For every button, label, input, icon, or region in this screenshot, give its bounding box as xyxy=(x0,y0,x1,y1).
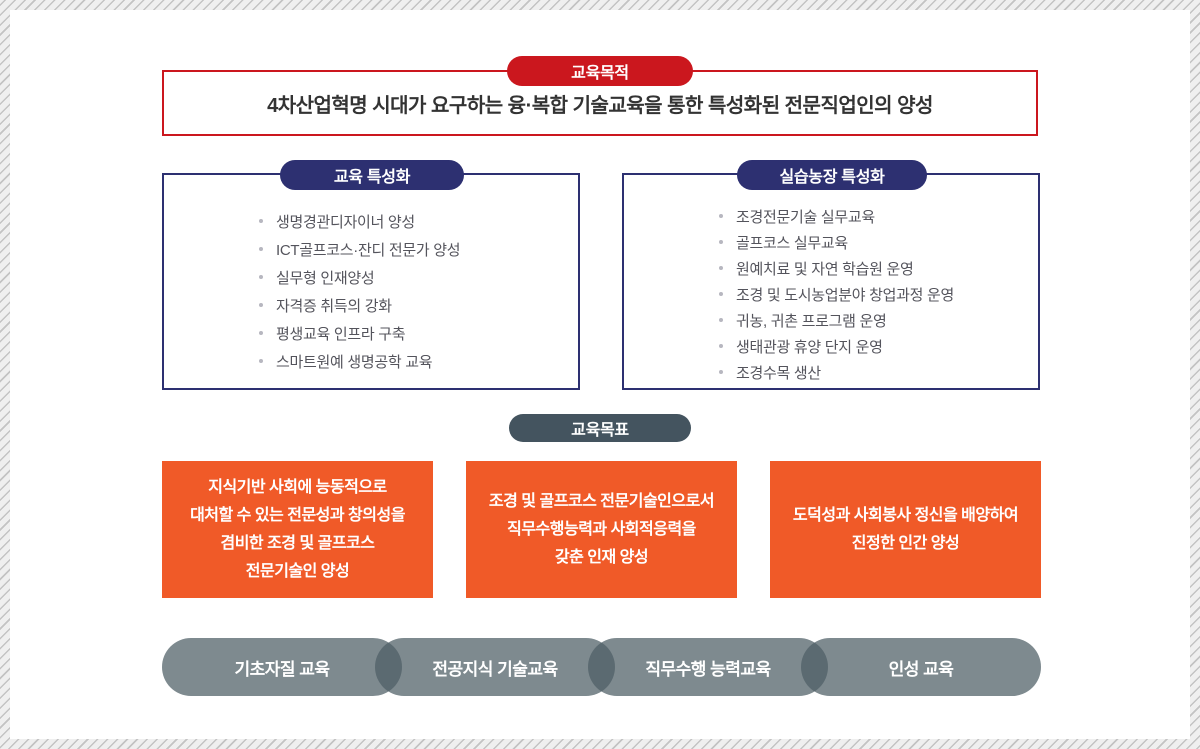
goal-card-line: 갖춘 인재 양성 xyxy=(554,548,649,566)
list-item-label: 원예치료 및 자연 학습원 운영 xyxy=(736,260,914,278)
bullet-dot-icon xyxy=(719,370,723,374)
spec-box-practice-farm: 실습농장 특성화 조경전문기술 실무교육 골프코스 실무교육 원예치료 및 자연… xyxy=(622,160,1040,390)
goals-badge: 교육목표 xyxy=(509,414,691,442)
spec-box-education: 교육 특성화 생명경관디자이너 양성 ICT골프코스·잔디 전문가 양성 실무형… xyxy=(162,160,580,390)
bullet-dot-icon xyxy=(719,266,723,270)
bullet-dot-icon xyxy=(719,240,723,244)
goal-card-line: 겸비한 조경 및 골프코스 xyxy=(220,534,375,552)
bullet-dot-icon xyxy=(719,318,723,322)
track-pill-character: 인성 교육 xyxy=(801,638,1041,696)
bullet-dot-icon xyxy=(259,247,263,251)
bullet-dot-icon xyxy=(259,275,263,279)
spec-list-education: 생명경관디자이너 양성 ICT골프코스·잔디 전문가 양성 실무형 인재양성 자… xyxy=(259,207,568,375)
list-item-label: 귀농, 귀촌 프로그램 운영 xyxy=(736,312,887,330)
list-item: 골프코스 실무교육 xyxy=(719,229,1028,255)
list-item-label: 조경 및 도시농업분야 창업과정 운영 xyxy=(736,286,954,304)
track-pill-major: 전공지식 기술교육 xyxy=(375,638,615,696)
list-item: 귀농, 귀촌 프로그램 운영 xyxy=(719,307,1028,333)
purpose-box: 교육목적 4차산업혁명 시대가 요구하는 융·복합 기술교육을 통한 특성화된 … xyxy=(162,56,1038,136)
list-item-label: 스마트원예 생명공학 교육 xyxy=(276,353,433,371)
list-item-label: 평생교육 인프라 구축 xyxy=(276,325,406,343)
bullet-dot-icon xyxy=(719,292,723,296)
purpose-text: 4차산업혁명 시대가 요구하는 융·복합 기술교육을 통한 특성화된 전문직업인… xyxy=(267,94,933,117)
list-item-label: 실무형 인재양성 xyxy=(276,269,375,287)
list-item: 생명경관디자이너 양성 xyxy=(259,207,568,235)
goal-card-line: 도덕성과 사회봉사 정신을 배양하여 xyxy=(792,506,1019,524)
bullet-dot-icon xyxy=(259,303,263,307)
list-item: 생태관광 휴양 단지 운영 xyxy=(719,333,1028,359)
list-item: 조경전문기술 실무교육 xyxy=(719,203,1028,229)
goal-card-line: 대처할 수 있는 전문성과 창의성을 xyxy=(190,506,405,524)
list-item: 조경 및 도시농업분야 창업과정 운영 xyxy=(719,281,1028,307)
bullet-dot-icon xyxy=(259,331,263,335)
list-item-label: 조경수목 생산 xyxy=(736,364,821,382)
list-item: 원예치료 및 자연 학습원 운영 xyxy=(719,255,1028,281)
goal-card: 지식기반 사회에 능동적으로 대처할 수 있는 전문성과 창의성을 겸비한 조경… xyxy=(162,461,433,598)
list-item-label: 골프코스 실무교육 xyxy=(736,234,848,252)
goal-card: 도덕성과 사회봉사 정신을 배양하여 진정한 인간 양성 xyxy=(770,461,1041,598)
goal-card: 조경 및 골프코스 전문기술인으로서 직무수행능력과 사회적응력을 갖춘 인재 … xyxy=(466,461,737,598)
list-item: 평생교육 인프라 구축 xyxy=(259,319,568,347)
list-item-label: 생명경관디자이너 양성 xyxy=(276,213,415,231)
bullet-dot-icon xyxy=(719,344,723,348)
bullet-dot-icon xyxy=(259,359,263,363)
spec-badge-practice-farm: 실습농장 특성화 xyxy=(737,160,927,190)
goal-cards: 지식기반 사회에 능동적으로 대처할 수 있는 전문성과 창의성을 겸비한 조경… xyxy=(162,461,1041,598)
bullet-dot-icon xyxy=(719,214,723,218)
track-pills: 기초자질 교육 전공지식 기술교육 직무수행 능력교육 인성 교육 xyxy=(162,638,1041,696)
list-item-label: 자격증 취득의 강화 xyxy=(276,297,392,315)
track-pill-job: 직무수행 능력교육 xyxy=(588,638,828,696)
goal-card-line: 진정한 인간 양성 xyxy=(851,534,960,552)
goal-card-line: 조경 및 골프코스 전문기술인으로서 xyxy=(488,492,715,510)
spec-list-practice-farm: 조경전문기술 실무교육 골프코스 실무교육 원예치료 및 자연 학습원 운영 조… xyxy=(719,203,1028,385)
spec-badge-education: 교육 특성화 xyxy=(280,160,464,190)
track-pill-basic: 기초자질 교육 xyxy=(162,638,402,696)
list-item-label: 조경전문기술 실무교육 xyxy=(736,208,875,226)
bullet-dot-icon xyxy=(259,219,263,223)
list-item: 스마트원예 생명공학 교육 xyxy=(259,347,568,375)
goal-card-line: 지식기반 사회에 능동적으로 xyxy=(208,478,387,496)
goal-card-line: 직무수행능력과 사회적응력을 xyxy=(507,520,696,538)
list-item: 실무형 인재양성 xyxy=(259,263,568,291)
list-item: ICT골프코스·잔디 전문가 양성 xyxy=(259,235,568,263)
list-item-label: 생태관광 휴양 단지 운영 xyxy=(736,338,883,356)
list-item: 자격증 취득의 강화 xyxy=(259,291,568,319)
list-item: 조경수목 생산 xyxy=(719,359,1028,385)
purpose-badge: 교육목적 xyxy=(507,56,693,86)
list-item-label: ICT골프코스·잔디 전문가 양성 xyxy=(276,241,461,259)
goal-card-line: 전문기술인 양성 xyxy=(245,562,350,580)
